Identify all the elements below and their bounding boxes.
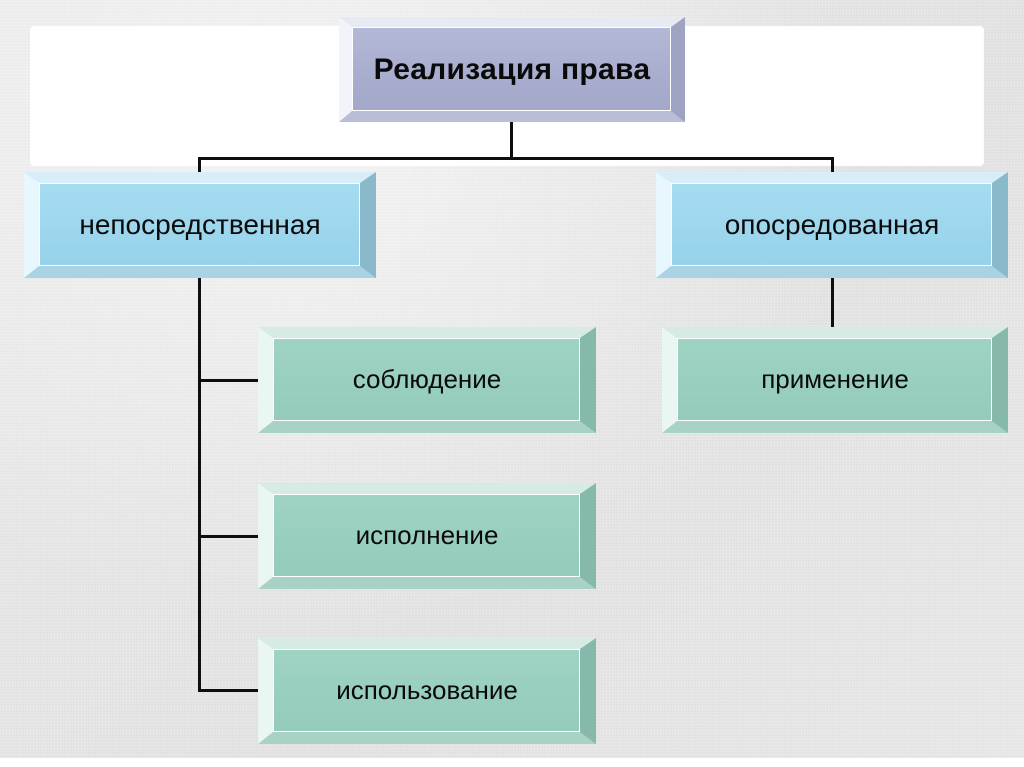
node-label: непосредственная (79, 209, 321, 241)
connector-to-execute (198, 535, 260, 538)
node-label: исполнение (355, 520, 499, 551)
bottom-white-strip (0, 758, 1024, 767)
node-face (273, 649, 580, 732)
node-leaf-application[interactable]: применение (662, 327, 1008, 433)
node-face (677, 338, 992, 421)
node-face (39, 183, 360, 266)
node-face (352, 27, 671, 111)
node-label: использование (336, 675, 518, 706)
node-label: Реализация права (373, 52, 651, 86)
node-branch-mediate[interactable]: опосредованная (656, 172, 1008, 278)
node-root-realization-of-law[interactable]: Реализация права (339, 17, 685, 122)
node-face (273, 338, 580, 421)
node-label: применение (761, 364, 909, 395)
connector-to-use (198, 689, 260, 692)
node-branch-direct[interactable]: непосредственная (24, 172, 376, 278)
connector-root-stem (510, 122, 513, 160)
node-leaf-execution[interactable]: исполнение (258, 483, 596, 589)
node-label: соблюдение (352, 364, 502, 395)
node-leaf-observance[interactable]: соблюдение (258, 327, 596, 433)
node-face (273, 494, 580, 577)
connector-to-direct (198, 157, 201, 175)
connector-to-apply (831, 276, 834, 330)
node-face (671, 183, 992, 266)
connector-direct-trunk (198, 275, 201, 692)
connector-to-mediate (831, 157, 834, 175)
connector-branch-bus (198, 157, 834, 160)
node-leaf-usage[interactable]: использование (258, 638, 596, 744)
node-label: опосредованная (724, 209, 940, 241)
connector-to-observe (198, 379, 260, 382)
